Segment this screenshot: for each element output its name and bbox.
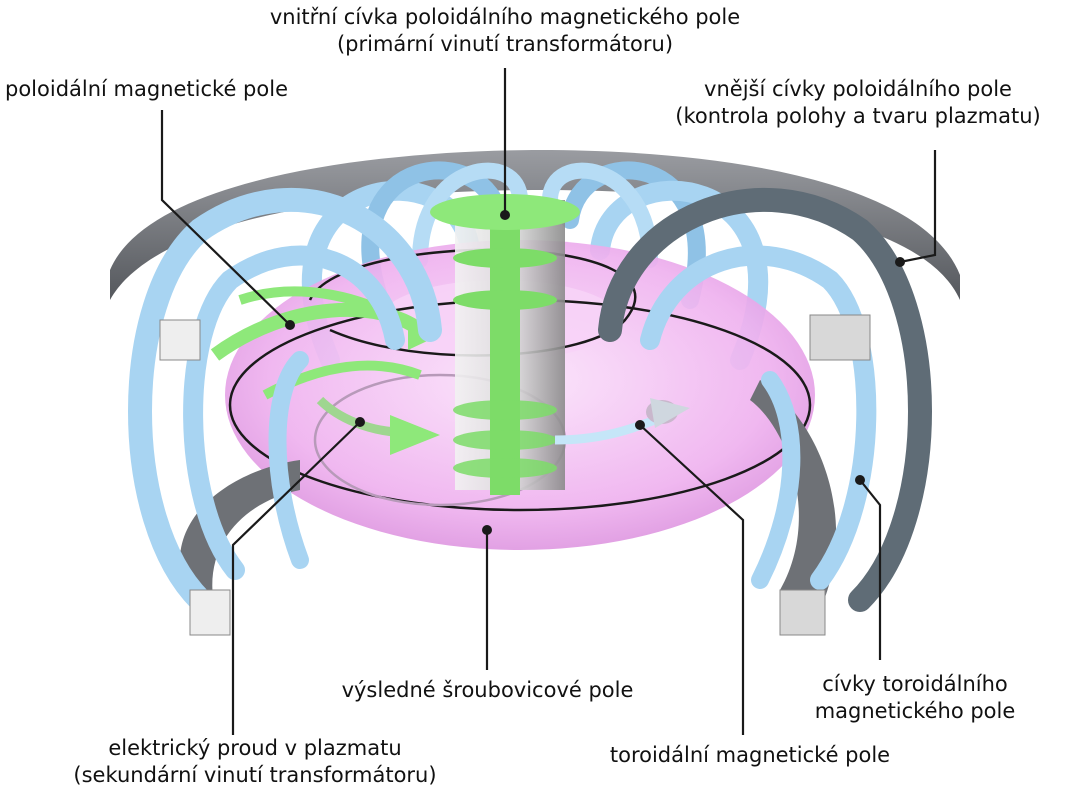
label-helical-field: výsledné šroubovicové pole bbox=[300, 677, 675, 704]
central-solenoid bbox=[430, 194, 580, 495]
label-toroidal-coils-line2: magnetického pole bbox=[814, 699, 1016, 723]
poloidal-coil-blocks bbox=[159, 314, 871, 636]
toroidal-field-arrow bbox=[554, 398, 690, 445]
label-poloidal-field: poloidální magnetické pole bbox=[5, 76, 288, 103]
leader-toroidal-coils bbox=[859, 479, 882, 660]
leader-outer-coils bbox=[899, 150, 937, 264]
label-toroidal-coils-line1: cívky toroidálního bbox=[822, 672, 1008, 696]
leader-dots bbox=[285, 210, 905, 535]
label-poloidal-field-text: poloidální magnetické pole bbox=[5, 77, 288, 101]
label-outer-coils: vnější cívky poloidálního pole (kontrola… bbox=[640, 76, 1076, 130]
label-outer-coils-line2: (kontrola polohy a tvaru plazmatu) bbox=[675, 104, 1041, 128]
label-plasma-current-line1: elektrický proud v plazmatu bbox=[108, 736, 402, 760]
outer-poloidal-coil-lower bbox=[179, 380, 837, 610]
label-inner-coil: vnitřní cívka poloidálního magnetického … bbox=[230, 4, 780, 58]
leader-lines bbox=[160, 68, 937, 735]
poloidal-field-arrows bbox=[210, 286, 440, 400]
label-outer-coils-line1: vnější cívky poloidálního pole bbox=[704, 77, 1012, 101]
label-plasma-current-line2: (sekundární vinutí transformátoru) bbox=[73, 763, 437, 787]
label-toroidal-coils: cívky toroidálního magnetického pole bbox=[790, 671, 1040, 725]
label-inner-coil-line1: vnitřní cívka poloidálního magnetického … bbox=[269, 5, 741, 29]
label-plasma-current: elektrický proud v plazmatu (sekundární … bbox=[20, 735, 490, 789]
label-toroidal-field: toroidální magnetické pole bbox=[575, 742, 925, 769]
outer-poloidal-coil-upper bbox=[110, 150, 960, 300]
leader-toroidal-field bbox=[639, 424, 745, 735]
leader-plasma-current bbox=[231, 421, 361, 735]
label-toroidal-field-text: toroidální magnetické pole bbox=[609, 743, 891, 767]
toroidal-coils-front bbox=[128, 187, 932, 612]
label-inner-coil-line2: (primární vinutí transformátoru) bbox=[336, 32, 674, 56]
leader-poloidal-field bbox=[160, 110, 291, 326]
label-helical-field-text: výsledné šroubovicové pole bbox=[341, 678, 634, 702]
